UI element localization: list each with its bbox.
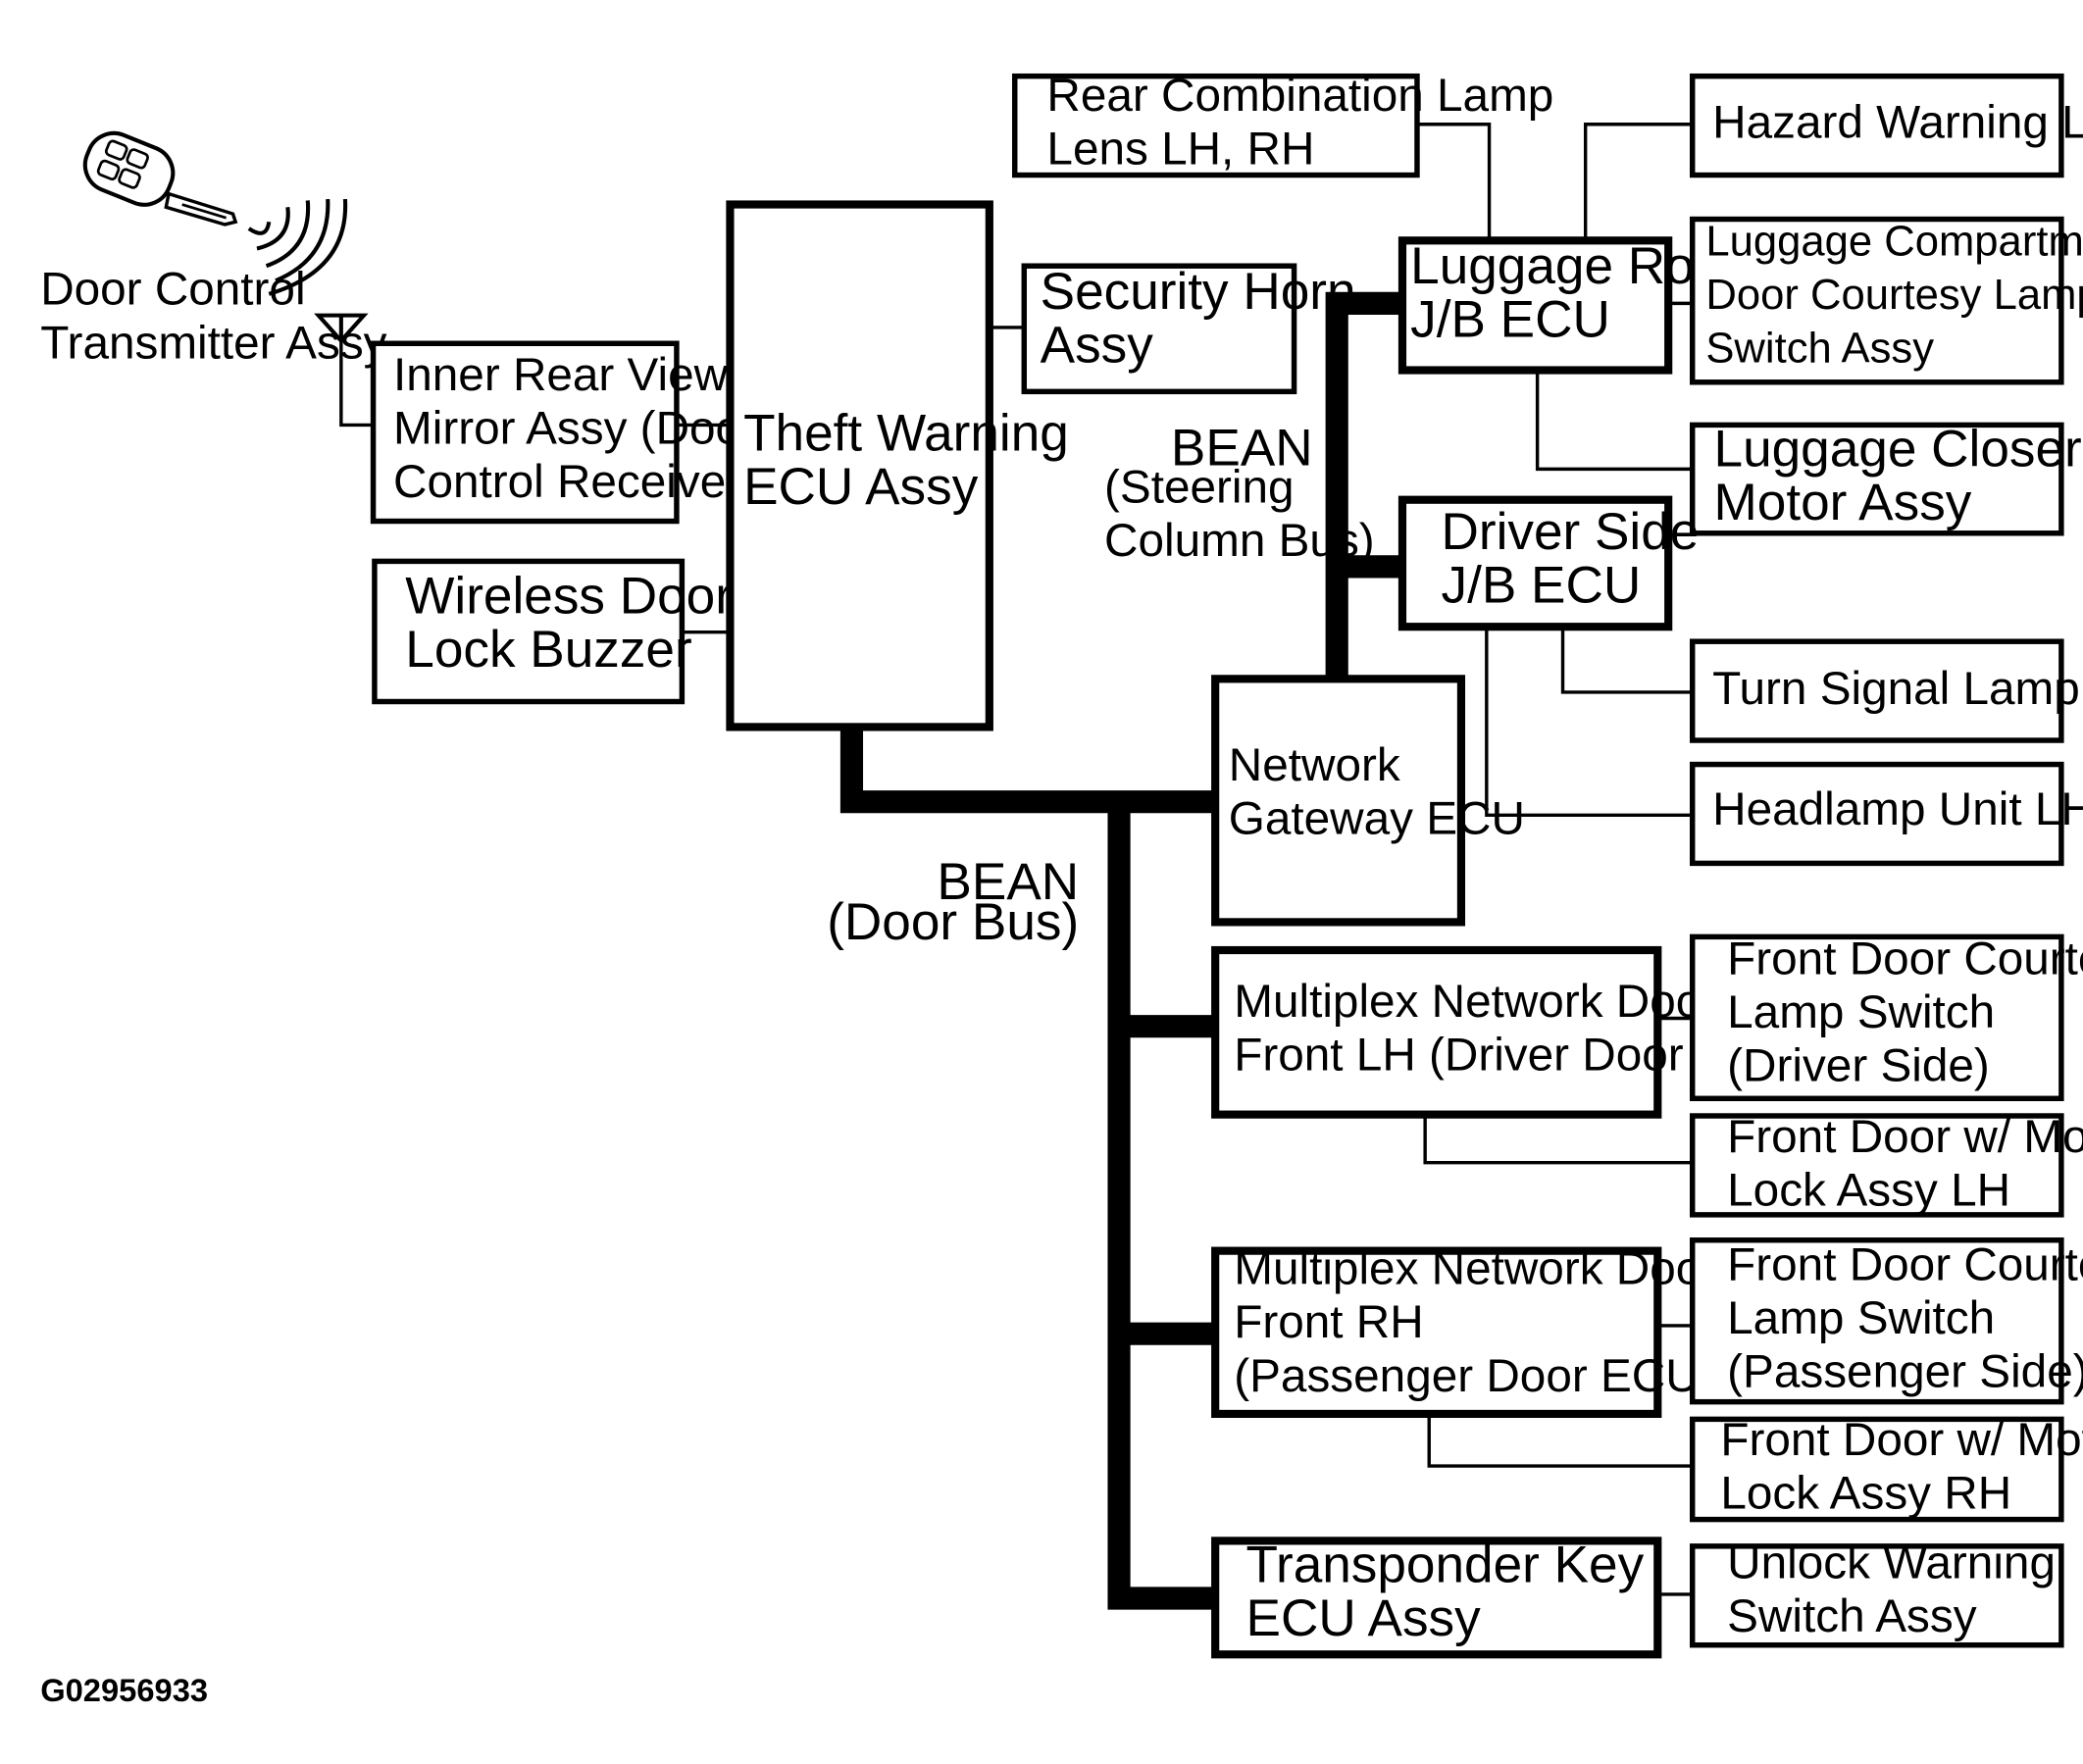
svg-text:BEAN: BEAN	[1171, 419, 1313, 477]
svg-text:Turn Signal Lamp: Turn Signal Lamp	[1712, 663, 2080, 715]
luggage-compartment-door-courtesy-lamp-switch: Luggage CompartmentDoor Courtesy LampSwi…	[1689, 216, 2083, 385]
key-fob-icon	[82, 130, 238, 227]
headlamp-unit: Headlamp Unit LH, RH	[1689, 761, 2083, 867]
svg-text:Front Door w/ MotorLock Assy L: Front Door w/ MotorLock Assy LH	[1727, 1111, 2083, 1217]
svg-text:Headlamp Unit LH, RH: Headlamp Unit LH, RH	[1712, 783, 2083, 835]
svg-text:(Door Bus): (Door Bus)	[827, 893, 1079, 951]
turn-signal-lamp: Turn Signal Lamp	[1689, 638, 2080, 743]
svg-text:Hazard Warning Lamp: Hazard Warning Lamp	[1712, 96, 2083, 148]
bean-steering-column-bus-line	[1325, 291, 1402, 680]
front-door-motor-lock-assy-rh: Front Door w/ MotorLock Assy RH	[1689, 1414, 2083, 1523]
front-door-motor-lock-assy-lh: Front Door w/ MotorLock Assy LH	[1689, 1111, 2083, 1218]
svg-text:(Steering: (Steering	[1104, 461, 1295, 513]
svg-text:Luggage CompartmentDoor Courte: Luggage CompartmentDoor Courtesy LampSwi…	[1705, 218, 2083, 372]
svg-text:Column Bus): Column Bus)	[1104, 515, 1375, 567]
bean-steering-column-bus-label: BEAN (Steering Column Bus)	[1104, 419, 1375, 567]
hazard-warning-lamp: Hazard Warning Lamp	[1689, 73, 2083, 178]
bean-door-bus-label: BEAN (Door Bus)	[827, 853, 1079, 951]
radio-signal-icon	[247, 198, 348, 296]
figure-reference-code: G02956933	[40, 1672, 208, 1708]
svg-text:BEAN: BEAN	[937, 853, 1079, 911]
bean-door-bus-line	[839, 727, 1216, 1610]
svg-text:Front Door w/ MotorLock Assy R: Front Door w/ MotorLock Assy RH	[1720, 1414, 2083, 1520]
antenna-icon	[314, 313, 369, 344]
